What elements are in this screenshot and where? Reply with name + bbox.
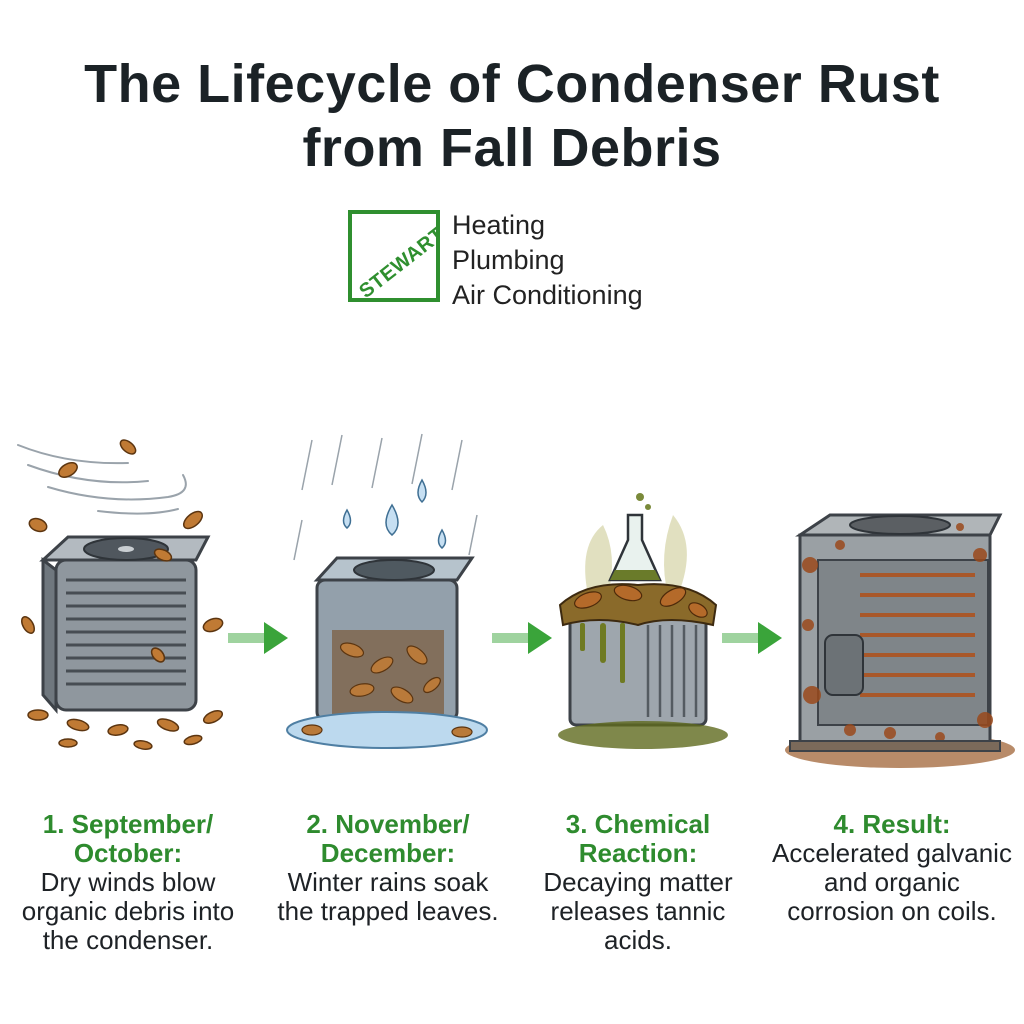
title-line-1: The Lifecycle of Condenser Rust	[84, 54, 940, 114]
ac-unit-leaves-illustration	[17, 439, 224, 750]
arrow-right-icon-2	[492, 622, 552, 654]
step-4-heading-line-1: 4. Result:	[833, 809, 951, 839]
page-title: The Lifecycle of Condenser Rust from Fal…	[0, 52, 1024, 180]
logo-service-ac: Air Conditioning	[452, 280, 643, 310]
arrow-right-icon-3	[722, 622, 782, 654]
step-3-heading-line-1: 3. Chemical	[565, 809, 711, 839]
step-caption-4: 4. Result: Accelerated galvanic and orga…	[772, 810, 1012, 926]
step-1-heading-line-1: 1. September/	[42, 809, 214, 839]
step-2-body: Winter rains soak the trapped leaves.	[277, 867, 499, 926]
step-caption-1: 1. September/ October: Dry winds blow or…	[8, 810, 248, 955]
step-3-body: Decaying matter releases tannic acids.	[543, 867, 733, 955]
step-4-body: Accelerated galvanic and organic corrosi…	[772, 838, 1012, 926]
logo-mark: STEWART	[348, 210, 440, 302]
logo-services: Heating Plumbing Air Conditioning	[452, 208, 643, 313]
ac-unit-rain-illustration	[286, 433, 488, 749]
logo-service-heating: Heating	[452, 210, 546, 240]
company-logo: STEWART Heating Plumbing Air Conditionin…	[348, 208, 688, 310]
rusted-ac-unit-illustration	[785, 513, 1015, 768]
step-caption-2: 2. November/ December: Winter rains soak…	[268, 810, 508, 926]
ac-unit-acid-illustration	[558, 493, 728, 749]
step-2-heading-line-2: December:	[320, 838, 456, 868]
title-line-2: from Fall Debris	[302, 118, 722, 178]
step-1-heading-line-2: October:	[73, 838, 183, 868]
arrow-right-icon-1	[228, 622, 288, 654]
logo-brand-text: STEWART	[355, 223, 440, 302]
step-1-body: Dry winds blow organic debris into the c…	[21, 867, 235, 955]
step-3-heading-line-2: Reaction:	[578, 838, 698, 868]
step-caption-3: 3. Chemical Reaction: Decaying matter re…	[518, 810, 758, 955]
step-2-heading-line-1: 2. November/	[306, 809, 470, 839]
logo-service-plumbing: Plumbing	[452, 245, 565, 275]
